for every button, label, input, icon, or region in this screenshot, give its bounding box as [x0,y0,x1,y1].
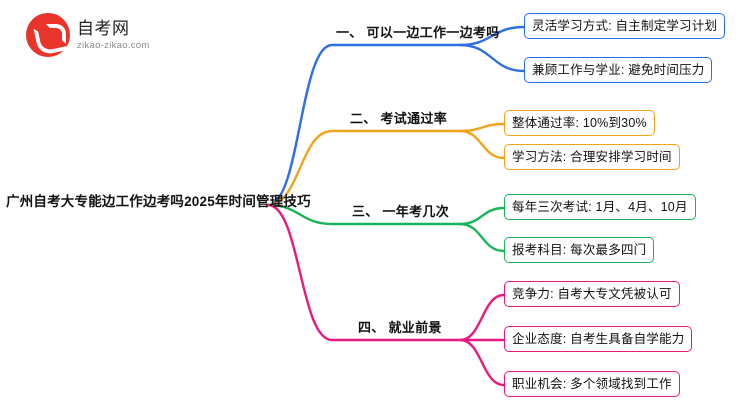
leaf-4-1[interactable]: 竞争力: 自考大专文凭被认可 [504,281,680,307]
leaf-1-1[interactable]: 灵活学习方式: 自主制定学习计划 [524,13,726,39]
leaf-2-1[interactable]: 整体通过率: 10%到30% [504,110,655,136]
site-logo[interactable]: 自考网 zikao-zikao.com [26,8,206,62]
branch-label-1[interactable]: 一、 可以一边工作一边考吗 [336,25,500,40]
mindmap-root-label: 广州自考大专能边工作边考吗2025年时间管理技巧 [6,194,311,209]
logo-title: 自考网 [77,18,130,38]
leaf-2-2[interactable]: 学习方法: 合理安排学习时间 [504,144,680,170]
leaf-3-1[interactable]: 每年三次考试: 1月、4月、10月 [504,194,696,220]
branch-label-4[interactable]: 四、 就业前景 [358,320,442,335]
leaf-3-2[interactable]: 报考科目: 每次最多四门 [504,237,655,263]
leaf-4-2[interactable]: 企业态度: 自考生具备自学能力 [504,326,693,352]
leaf-4-3[interactable]: 职业机会: 多个领域找到工作 [504,371,680,397]
logo-text: 自考网 zikao-zikao.com [77,19,150,52]
leaf-1-2[interactable]: 兼顾工作与学业: 避免时间压力 [524,57,713,83]
branch-label-3[interactable]: 三、 一年考几次 [352,204,450,219]
logo-mark-icon [26,13,70,57]
logo-subtitle: zikao-zikao.com [77,39,150,51]
branch-label-2[interactable]: 二、 考试通过率 [350,111,448,126]
